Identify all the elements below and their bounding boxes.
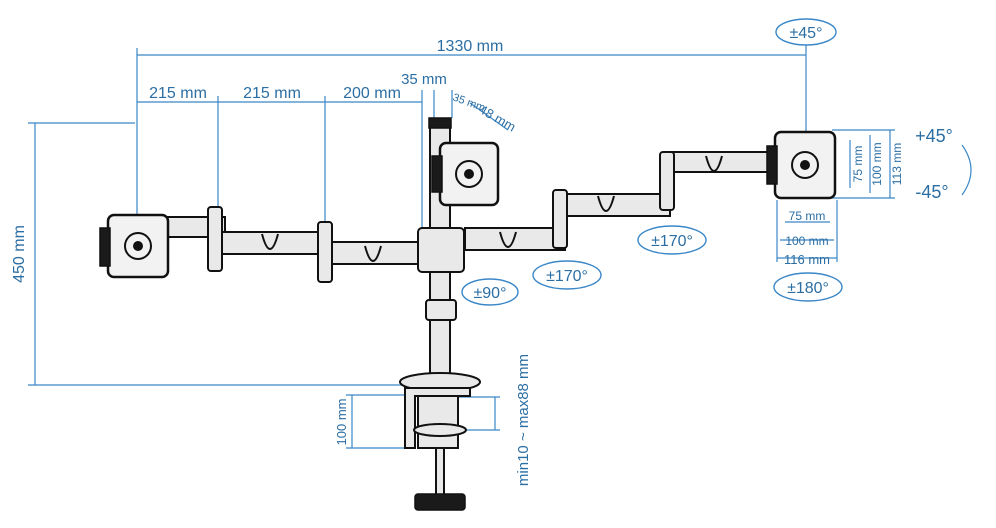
tilt-down-label: -45° bbox=[915, 182, 948, 202]
arm-center-label: ±170° bbox=[546, 268, 588, 285]
vesa-100-v-label: 100 mm bbox=[870, 142, 884, 185]
plate-rotate-badge bbox=[773, 272, 843, 302]
clamp-inner bbox=[417, 395, 459, 449]
arm-seg-2-label: 215 mm bbox=[243, 85, 301, 102]
clamp-knob bbox=[414, 493, 466, 511]
center-vesa-plate bbox=[431, 141, 500, 207]
vesa-75-v-label: 75 mm bbox=[851, 146, 865, 183]
left-joint-2 bbox=[317, 221, 333, 283]
pole-swivel-badge bbox=[461, 278, 519, 306]
pole-width-label: 35 mm bbox=[401, 71, 447, 88]
vesa-75-h-label: 75 mm bbox=[789, 209, 826, 223]
clamp-range-label: min10 ~ max88 mm bbox=[515, 354, 532, 486]
plate-116-h-label: 116 mm bbox=[784, 252, 830, 267]
pole-swivel-label: ±90° bbox=[474, 285, 507, 302]
pole-depth-b-label: 48 mm bbox=[477, 102, 519, 135]
arm-seg-1-label: 215 mm bbox=[149, 85, 207, 102]
total-width-label: 1330 mm bbox=[437, 38, 504, 55]
tilt-top-badge bbox=[775, 18, 837, 46]
dimension-lines bbox=[28, 40, 895, 449]
right-joint-1 bbox=[552, 189, 568, 249]
mount-structure bbox=[99, 117, 837, 511]
pole-cap bbox=[428, 117, 452, 129]
arm-mid-label: ±170° bbox=[651, 233, 693, 250]
right-vesa-plate bbox=[766, 130, 837, 200]
plate-rotate-label: ±180° bbox=[787, 280, 829, 297]
text-labels: 1330 mm 215 mm 215 mm 200 mm 35 mm 35 mm… bbox=[11, 25, 953, 486]
arm-center-badge bbox=[532, 260, 602, 290]
tilt-up-label: +45° bbox=[915, 126, 953, 146]
right-joint-2 bbox=[659, 151, 675, 211]
pole-collar bbox=[425, 299, 457, 321]
left-vesa-plate bbox=[99, 213, 170, 279]
clamp-height-label: 100 mm bbox=[334, 399, 349, 446]
height-label: 450 mm bbox=[11, 225, 28, 283]
plate-113-v-label: 113 mm bbox=[890, 143, 904, 185]
arm-mid-badge bbox=[637, 225, 707, 255]
right-arm-segment-2 bbox=[559, 193, 671, 217]
tilt-arc bbox=[961, 144, 972, 196]
arm-seg-3-label: 200 mm bbox=[343, 85, 401, 102]
desk-clamp bbox=[404, 387, 471, 511]
center-hub bbox=[417, 227, 465, 273]
clamp-screw bbox=[435, 447, 445, 499]
vesa-100-h-label: 100 mm bbox=[785, 234, 828, 248]
left-joint-1 bbox=[207, 206, 223, 272]
rotation-badges bbox=[461, 18, 972, 306]
tilt-top-label: ±45° bbox=[790, 25, 823, 42]
right-arm-segment-1 bbox=[464, 227, 566, 251]
